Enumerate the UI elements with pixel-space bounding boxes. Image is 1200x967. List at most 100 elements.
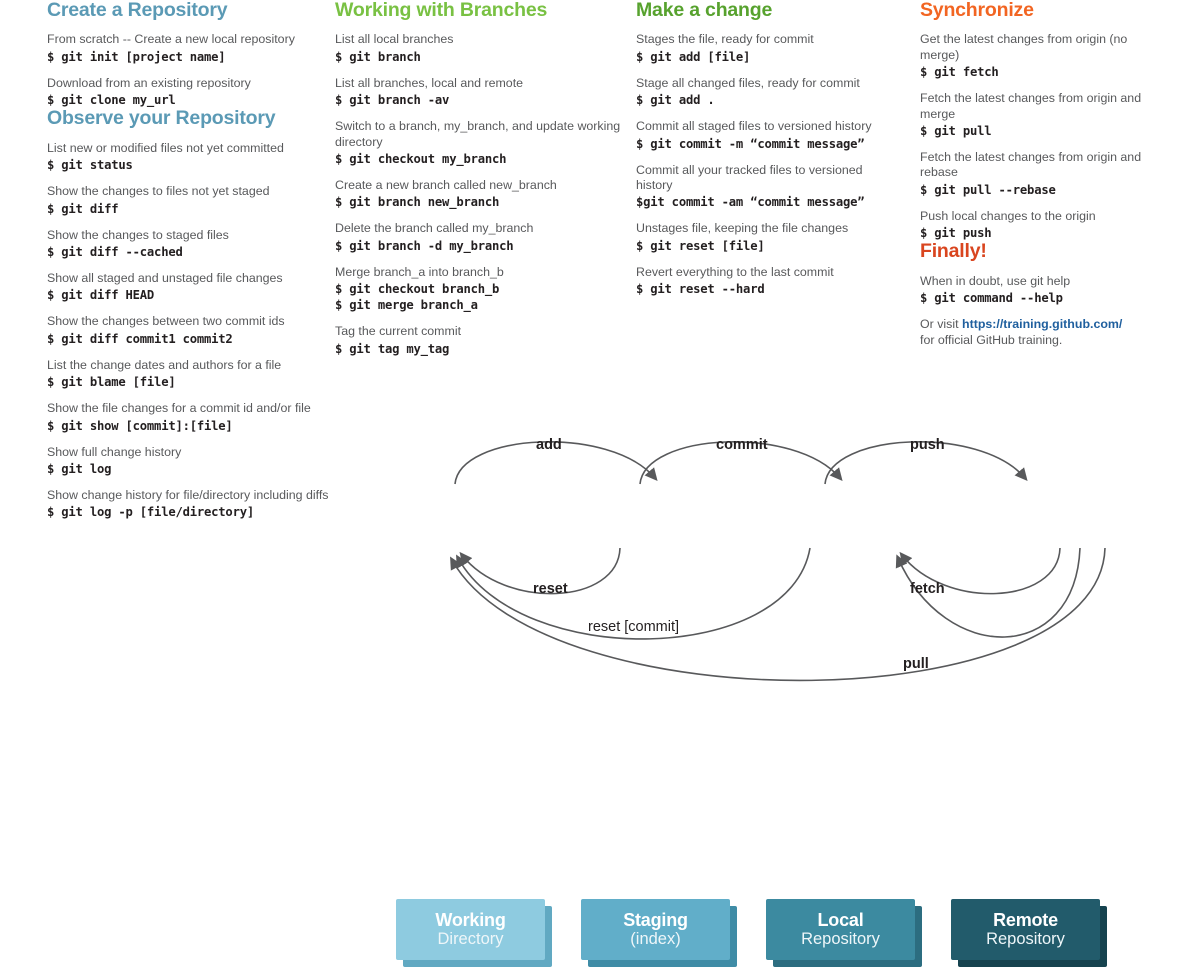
entry: Commit all your tracked files to version… <box>636 163 891 211</box>
node-title: Working <box>435 910 506 930</box>
entry: Show the changes to staged files $ git d… <box>47 228 330 260</box>
entry: Stages the file, ready for commit $ git … <box>636 32 891 64</box>
arrow-reset-commit <box>456 547 811 640</box>
entry-command: $ git branch -av <box>335 93 450 108</box>
entry: List all branches, local and remote $ gi… <box>335 76 625 108</box>
entry: Stage all changed files, ready for commi… <box>636 76 891 108</box>
entry-description: List all branches, local and remote <box>335 75 524 90</box>
entry-command: $ git command --help <box>920 291 1063 306</box>
entry: Create a new branch called new_branch $ … <box>335 178 625 210</box>
entry-description: List all local branches <box>335 32 454 47</box>
node-staging-index: Staging (index) <box>581 899 737 967</box>
column-branches: Working with Branches List all local bra… <box>335 0 625 357</box>
column-create-observe: Create a Repository From scratch -- Crea… <box>47 0 330 520</box>
entry-command: $ git checkout branch_b <box>335 282 500 297</box>
entry-command: $ git init [project name] <box>47 49 226 64</box>
entry-command: $ git push <box>920 226 992 241</box>
node-face: Staging (index) <box>581 899 730 960</box>
entry-command: $ git diff HEAD <box>47 288 155 303</box>
entry-command: $ git add [file] <box>636 49 751 64</box>
node-subtitle: Directory <box>437 930 504 948</box>
github-training-link[interactable]: https://training.github.com/ <box>962 317 1123 332</box>
entry-description: Commit all staged files to versioned his… <box>636 119 872 134</box>
git-workflow-diagram: Working Directory Staging (index) Local … <box>0 415 1200 967</box>
entry: Commit all staged files to versioned his… <box>636 119 891 151</box>
entry-description: List the change dates and authors for a … <box>47 357 282 372</box>
entry-description: Stage all changed files, ready for commi… <box>636 75 860 90</box>
entry-description: Download from an existing repository <box>47 75 251 90</box>
entry: List the change dates and authors for a … <box>47 358 330 390</box>
column-make-a-change: Make a change Stages the file, ready for… <box>636 0 891 297</box>
arrow-label-fetch: fetch <box>910 581 945 597</box>
arrow-label-push: push <box>910 437 945 453</box>
node-face: Working Directory <box>396 899 545 960</box>
section-heading-working-with-branches: Working with Branches <box>335 0 548 21</box>
arrow-fetch <box>899 547 1061 595</box>
entry: Show the changes to files not yet staged… <box>47 184 330 216</box>
arrow-label-pull: pull <box>903 656 929 672</box>
section-heading-observe-your-repository: Observe your Repository <box>47 107 276 130</box>
entry: Merge branch_a into branch_b $ git check… <box>335 265 625 313</box>
entry-description: Show the file changes for a commit id an… <box>47 401 311 416</box>
entry-description: List new or modified files not yet commi… <box>47 140 284 155</box>
entry-command: $ git tag my_tag <box>335 341 450 356</box>
entry-description: Show all staged and unstaged file change… <box>47 270 283 285</box>
entry-command: $ git branch new_branch <box>335 195 500 210</box>
entry-description: Delete the branch called my_branch <box>335 221 534 236</box>
entry-command: $ git branch <box>335 49 421 64</box>
entry: When in doubt, use git help $ git comman… <box>920 274 1155 306</box>
entry-command: $ git diff <box>47 201 119 216</box>
entry: Tag the current commit $ git tag my_tag <box>335 324 625 356</box>
node-title: Local <box>817 910 864 930</box>
entry: List all local branches $ git branch <box>335 32 625 64</box>
training-footer-prefix: Or visit <box>920 317 962 332</box>
entry: Show change history for file/directory i… <box>47 488 330 520</box>
node-working-directory: Working Directory <box>396 899 552 967</box>
entry: Show the file changes for a commit id an… <box>47 401 330 433</box>
node-title: Remote <box>993 910 1058 930</box>
entry-command: $ git log <box>47 461 112 476</box>
entry-description: Merge branch_a into branch_b <box>335 264 504 279</box>
entry-command: $ git checkout my_branch <box>335 152 507 167</box>
workflow-arrows <box>450 441 1106 682</box>
arrow-add <box>454 441 658 485</box>
entry-description: Show the changes between two commit ids <box>47 314 285 329</box>
arrow-reset <box>459 547 621 595</box>
entry: Unstages file, keeping the file changes … <box>636 221 891 253</box>
entry-command: $ git show [commit]:[file] <box>47 418 233 433</box>
entry-description: Stages the file, ready for commit <box>636 32 814 47</box>
entry: Revert everything to the last commit $ g… <box>636 265 891 297</box>
entry: Show the changes between two commit ids … <box>47 314 330 346</box>
entry-description: Show the changes to staged files <box>47 227 229 242</box>
entry: List new or modified files not yet commi… <box>47 141 330 173</box>
entry: Push local changes to the origin $ git p… <box>920 209 1155 241</box>
entry-command: $ git log -p [file/directory] <box>47 505 254 520</box>
entry-description: Switch to a branch, my_branch, and updat… <box>335 119 621 149</box>
node-subtitle: (index) <box>630 930 681 948</box>
arrow-pull <box>895 547 1081 638</box>
entry: Show all staged and unstaged file change… <box>47 271 330 303</box>
entry-command: $ git status <box>47 158 133 173</box>
entry: Download from an existing repository $ g… <box>47 76 330 108</box>
entry-description: When in doubt, use git help <box>920 273 1071 288</box>
entry-command: $ git reset --hard <box>636 282 765 297</box>
entry-description: Show change history for file/directory i… <box>47 487 329 502</box>
entry: Get the latest changes from origin (no m… <box>920 32 1155 80</box>
node-face: Local Repository <box>766 899 915 960</box>
node-title: Staging <box>623 910 688 930</box>
entry-command: $ git clone my_url <box>47 93 176 108</box>
entry: Fetch the latest changes from origin and… <box>920 150 1155 198</box>
node-subtitle: Repository <box>801 930 880 948</box>
entry-command: $ git fetch <box>920 65 999 80</box>
entry-command: $ git merge branch_a <box>335 298 478 313</box>
entry-command: $ git commit -m “commit message” <box>636 136 865 151</box>
entry-command: $git commit -am “commit message” <box>636 195 865 210</box>
arrow-label-reset: reset <box>533 581 568 597</box>
arrow-label-add: add <box>536 437 562 453</box>
section-heading-synchronize: Synchronize <box>920 0 1034 21</box>
entry-description: Push local changes to the origin <box>920 208 1096 223</box>
entry-description: Unstages file, keeping the file changes <box>636 221 849 236</box>
entry-description: Create a new branch called new_branch <box>335 178 557 193</box>
training-footer: Or visit https://training.github.com/for… <box>920 317 1155 348</box>
